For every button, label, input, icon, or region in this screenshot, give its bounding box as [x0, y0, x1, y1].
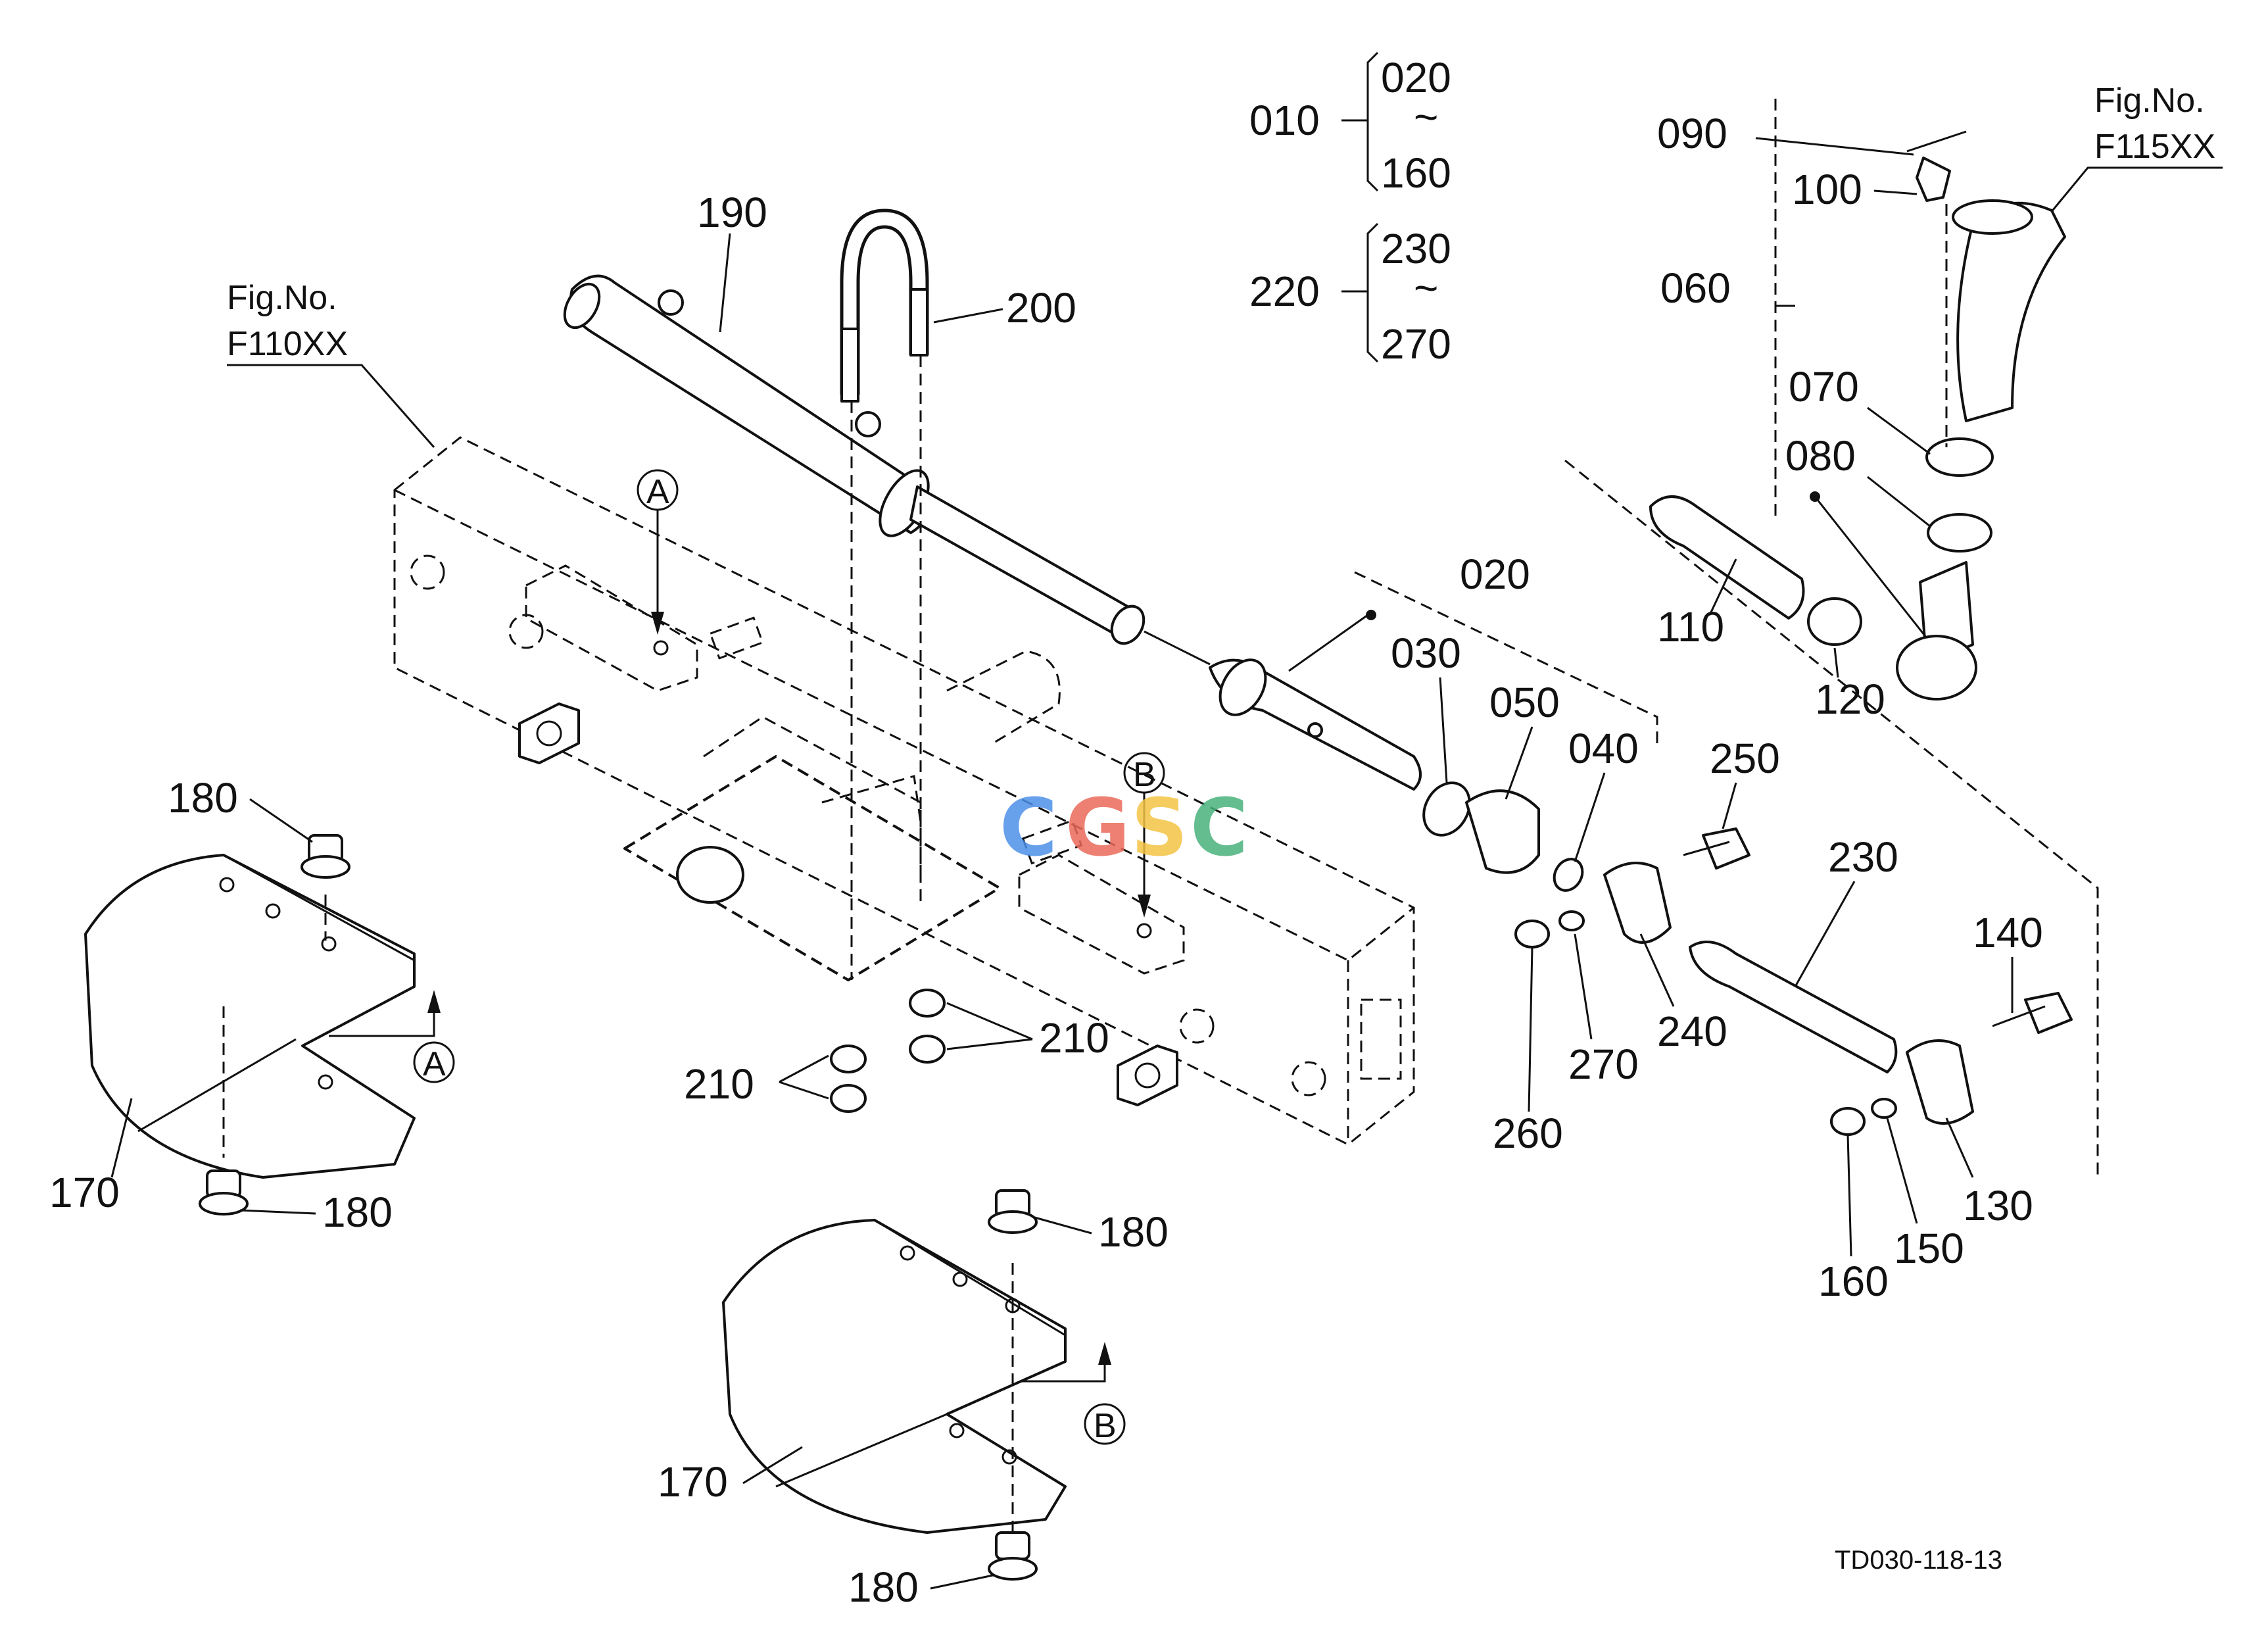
callout-210-right: 210 [1039, 1014, 1109, 1062]
callout-200: 200 [1006, 284, 1076, 332]
callout-180-bottom-bottom: 180 [848, 1563, 919, 1611]
rod-230-group [1689, 941, 2073, 1136]
section-b-bottom-label: B [1094, 1407, 1117, 1445]
tie-rod-end-060 [1564, 99, 2099, 1177]
group-tilde-2: ~ [1414, 264, 1438, 312]
bolt-180-left-bottom [199, 1169, 249, 1216]
callout-040: 040 [1568, 725, 1639, 772]
section-marker-b-top: B [1123, 752, 1165, 918]
group-to-160: 160 [1381, 149, 1451, 197]
callout-160: 160 [1818, 1258, 1889, 1305]
figure-ref-left-line1: Fig.No. [227, 279, 337, 317]
callout-270: 270 [1568, 1041, 1639, 1088]
section-marker-b-bottom: B [1013, 1342, 1126, 1445]
u-bolt-200 [840, 209, 929, 980]
callout-250: 250 [1710, 735, 1780, 782]
figure-ref-left-line2: F110XX [227, 325, 348, 363]
callout-030: 030 [1391, 629, 1461, 677]
callout-180-left-top: 180 [168, 774, 238, 822]
tie-rod-020 [1209, 571, 1658, 892]
watermark-logo: C G S C [1000, 783, 1248, 874]
section-b-top-label: B [1133, 756, 1156, 794]
callout-110: 110 [1657, 603, 1724, 651]
callout-080: 080 [1785, 432, 1856, 479]
callout-060: 060 [1660, 264, 1731, 312]
section-a-bottom-label: A [423, 1045, 446, 1083]
assembly-group-010: 010 020 ~ 160 [1249, 51, 1451, 197]
group-to-270: 270 [1381, 320, 1451, 368]
callout-070: 070 [1789, 363, 1859, 410]
callout-170-bottom: 170 [658, 1458, 728, 1506]
group-tilde-1: ~ [1414, 93, 1438, 141]
assembly-group-220: 220 230 ~ 270 [1249, 222, 1451, 368]
bolt-180-bottom-top [988, 1189, 1038, 1234]
figure-ref-left: Fig.No. F110XX [227, 279, 435, 448]
callout-150: 150 [1894, 1225, 1964, 1272]
callout-210-left: 210 [684, 1060, 754, 1108]
watermark-letter-g: G [1065, 783, 1130, 874]
callout-140: 140 [1973, 909, 2043, 956]
callout-100: 100 [1792, 166, 1862, 213]
group-id-220: 220 [1249, 268, 1320, 315]
hydraulic-cylinder-190 [563, 274, 1211, 666]
callout-180-left-bottom: 180 [322, 1189, 393, 1236]
callout-190: 190 [697, 189, 767, 236]
section-marker-a-bottom: A [329, 990, 455, 1083]
cover-170-left [84, 854, 416, 1179]
callout-230: 230 [1828, 833, 1898, 881]
callouts: 190 200 020 030 050 040 090 060 090 100 … [49, 110, 2043, 1611]
watermark-letter-c2: C [1190, 783, 1248, 874]
clamp-240-group [1514, 827, 1750, 948]
bolt-180-left-top [301, 834, 350, 879]
cover-170-bottom [722, 1219, 1067, 1539]
watermark-letter-s: S [1131, 783, 1188, 874]
figure-ref-right-line1: Fig.No. [2094, 82, 2205, 120]
callout-060-part-090: 090 [1657, 110, 1727, 157]
bolt-180-bottom-bottom [988, 1531, 1038, 1581]
nuts-210 [830, 989, 946, 1113]
callout-020: 020 [1460, 551, 1530, 598]
figure-ref-right-line2: F115XX [2094, 128, 2215, 166]
callout-180-bottom-top: 180 [1098, 1208, 1169, 1256]
callout-260: 260 [1493, 1110, 1563, 1157]
callout-240: 240 [1657, 1008, 1727, 1055]
group-from-230: 230 [1381, 225, 1451, 272]
callout-120: 120 [1815, 676, 1885, 723]
watermark-letter-c1: C [1000, 783, 1057, 874]
drawing-code: TD030-118-13 [1835, 1546, 2002, 1575]
section-a-top-label: A [646, 473, 669, 511]
callout-170-left: 170 [49, 1169, 120, 1216]
frame-outline [393, 436, 1415, 1146]
group-id-010: 010 [1249, 97, 1320, 144]
callout-050: 050 [1489, 679, 1560, 726]
callout-130: 130 [1963, 1182, 2033, 1229]
group-from-020: 020 [1381, 54, 1451, 101]
figure-ref-right: Fig.No. F115XX [2024, 82, 2223, 244]
section-marker-a-top: A [637, 469, 679, 635]
